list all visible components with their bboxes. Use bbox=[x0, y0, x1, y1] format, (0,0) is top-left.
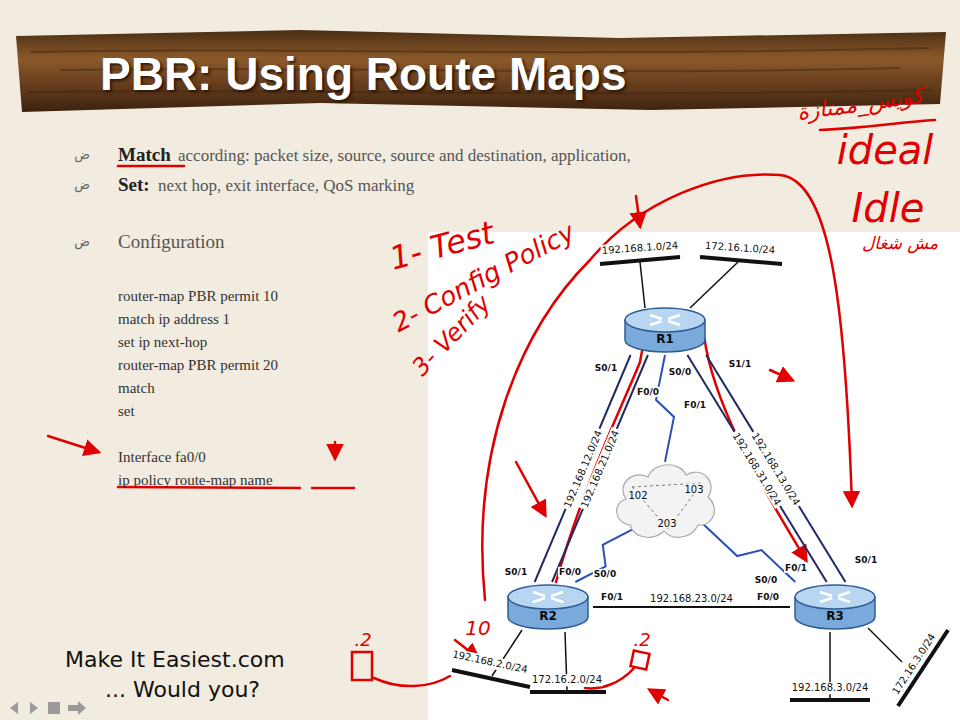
dlci-number: 103 bbox=[684, 484, 703, 495]
annotation-arrow bbox=[516, 462, 545, 515]
router-top bbox=[508, 585, 588, 609]
router-name: R3 bbox=[826, 609, 844, 623]
interface-label: F0/0 bbox=[558, 567, 582, 577]
interface-label: S0/0 bbox=[754, 575, 778, 585]
router-arrows bbox=[650, 315, 680, 325]
router: R1 bbox=[620, 305, 710, 355]
interface-label: F0/1 bbox=[600, 592, 624, 602]
bullet: ض bbox=[74, 235, 90, 250]
lan-bar bbox=[700, 257, 782, 264]
footer-text: Make It Easiest.com bbox=[65, 647, 285, 672]
network-label: 192.168.3.0/24 bbox=[791, 682, 870, 694]
slide-nav-icons bbox=[10, 701, 86, 715]
nav-icon bbox=[30, 702, 38, 714]
bullet-text: next hop, exit interface, QoS marking bbox=[158, 176, 414, 196]
handwritten-note: .2 bbox=[633, 630, 650, 651]
router-top bbox=[795, 585, 875, 609]
underline bbox=[312, 487, 354, 490]
frame-relay-link bbox=[703, 524, 795, 582]
pc-sketch bbox=[631, 651, 650, 670]
annotation-arrow bbox=[650, 690, 668, 700]
interface-label: F0/1 bbox=[683, 400, 707, 410]
traffic-path bbox=[556, 314, 806, 582]
lan-bar bbox=[530, 690, 606, 694]
handwritten-note: ideal bbox=[837, 127, 934, 173]
router-icon bbox=[503, 582, 593, 632]
handwritten-annotations bbox=[48, 120, 935, 700]
serial-link bbox=[706, 355, 845, 582]
config-line: match bbox=[118, 380, 155, 397]
config-line: router-map PBR permit 20 bbox=[118, 357, 278, 374]
interface-label: F0/0 bbox=[636, 387, 660, 397]
interface-label: F0/1 bbox=[784, 563, 808, 573]
interface-label: S0/1 bbox=[594, 363, 618, 373]
dlci-number: 203 bbox=[657, 518, 676, 529]
config-line: Interface fa0/0 bbox=[118, 449, 206, 466]
router-name: R1 bbox=[656, 332, 674, 346]
interface-label: S0/0 bbox=[668, 367, 692, 377]
lan-segments bbox=[452, 257, 948, 706]
router-arrows bbox=[820, 592, 850, 602]
interface-label: S0/1 bbox=[504, 567, 528, 577]
frame-relay-link bbox=[575, 529, 633, 582]
annotation-arrow bbox=[636, 196, 640, 226]
lan-bar bbox=[600, 257, 680, 264]
nav-icon bbox=[68, 701, 86, 715]
router: R3 bbox=[790, 582, 880, 632]
config-line: match ip address 1 bbox=[118, 311, 230, 328]
config-line: set bbox=[118, 403, 135, 420]
keyword: Match bbox=[118, 144, 171, 166]
router-icon bbox=[620, 305, 710, 355]
ethernet-link bbox=[552, 355, 648, 582]
bullet: ض bbox=[74, 148, 90, 163]
ethernet-link bbox=[687, 355, 826, 582]
annotation-arrow bbox=[770, 370, 792, 380]
handwritten-note: Idle bbox=[852, 185, 925, 231]
lan-wire bbox=[640, 262, 645, 308]
slide-title: PBR: Using Route Maps bbox=[100, 48, 626, 101]
handwritten-note: مش شغال bbox=[862, 234, 938, 254]
cloud-outline bbox=[617, 465, 715, 538]
handwritten-note: 10 bbox=[465, 617, 490, 640]
footer-text: ... Would you? bbox=[105, 677, 260, 702]
annotation-arrow bbox=[334, 442, 337, 458]
interface-label: S0/1 bbox=[854, 555, 878, 565]
bullet-text: according: packet size, source, source a… bbox=[178, 146, 631, 166]
bullet: ض bbox=[74, 178, 90, 193]
diagram-panel bbox=[428, 232, 960, 720]
config-line: ip policy route-map name bbox=[118, 472, 273, 489]
nav-icon bbox=[48, 702, 60, 714]
keyword: Set: bbox=[118, 174, 150, 196]
pc-sketch bbox=[352, 652, 372, 680]
interface-label: S1/1 bbox=[728, 359, 752, 369]
frame-relay-cloud: 102 103 203 bbox=[610, 455, 720, 545]
config-line: set ip next-hop bbox=[118, 334, 207, 351]
config-line: router-map PBR permit 10 bbox=[118, 288, 278, 305]
serial-link bbox=[535, 355, 631, 582]
cloud-shape bbox=[610, 455, 720, 545]
lan-bar bbox=[790, 698, 870, 702]
router-arrows bbox=[533, 592, 563, 602]
router-top bbox=[625, 308, 705, 332]
router-name: R2 bbox=[539, 609, 557, 623]
router-icon bbox=[790, 582, 880, 632]
interface-label: F0/0 bbox=[756, 592, 780, 602]
bullet-text: Configuration bbox=[118, 231, 225, 253]
handwritten-note: .2 bbox=[354, 630, 371, 651]
router: R2 bbox=[503, 582, 593, 632]
subnet-label: 192.168.23.0/24 bbox=[648, 593, 735, 604]
dlci-number: 102 bbox=[628, 490, 647, 501]
interface-label: S0/0 bbox=[593, 569, 617, 579]
nav-icon bbox=[10, 702, 18, 714]
underline bbox=[118, 165, 184, 168]
sketch-wire bbox=[374, 676, 450, 686]
lan-wire bbox=[690, 262, 738, 308]
annotation-arrow bbox=[48, 436, 98, 452]
ethernet-link bbox=[593, 606, 790, 608]
network-label: 172.16.2.0/24 bbox=[531, 674, 603, 686]
lan-wire bbox=[868, 628, 902, 662]
